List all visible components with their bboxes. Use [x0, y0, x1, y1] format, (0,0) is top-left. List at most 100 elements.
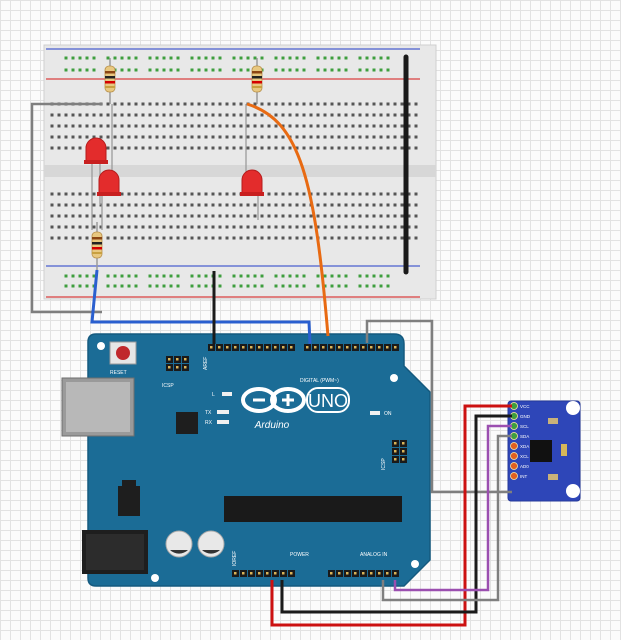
breadboard-hole	[302, 203, 306, 207]
red-vcc-wire[interactable]	[270, 404, 512, 627]
breadboard-hole	[134, 236, 138, 240]
breadboard-hole	[127, 135, 131, 139]
breadboard-hole	[372, 102, 376, 106]
breadboard-hole	[239, 102, 243, 106]
aref-label: AREF	[203, 357, 209, 370]
breadboard-hole	[316, 214, 320, 218]
breadboard-hole	[344, 135, 348, 139]
l-led	[222, 392, 232, 396]
grey-sda-wire[interactable]	[381, 434, 512, 602]
breadboard-hole	[183, 113, 187, 117]
breadboard-hole	[281, 68, 285, 72]
breadboard-hole	[358, 68, 362, 72]
sensor-pin[interactable]	[510, 442, 518, 450]
digital-label: DIGITAL (PWM~)	[300, 378, 339, 384]
breadboard-hole	[393, 236, 397, 240]
breadboard-hole	[162, 236, 166, 240]
sensor-pin-label: INT	[520, 474, 528, 479]
breadboard-hole	[274, 274, 278, 278]
breadboard-hole	[155, 203, 159, 207]
breadboard-hole	[365, 225, 369, 229]
breadboard-hole	[372, 274, 376, 278]
breadboard-hole	[288, 284, 292, 288]
breadboard-hole	[64, 56, 68, 60]
breadboard-hole	[246, 56, 250, 60]
breadboard-hole	[288, 113, 292, 117]
header-pin-contact	[258, 572, 261, 575]
power-pin-header[interactable]	[232, 570, 295, 577]
breadboard-hole	[176, 102, 180, 106]
breadboard-hole	[190, 113, 194, 117]
breadboard-hole	[337, 274, 341, 278]
digital-pin-header[interactable]	[208, 344, 399, 351]
breadboard-hole	[386, 146, 390, 150]
breadboard-hole	[316, 203, 320, 207]
breadboard-hole	[232, 274, 236, 278]
on-led	[370, 411, 380, 415]
grey-loop-wire[interactable]	[30, 102, 102, 314]
reset-button[interactable]	[109, 341, 137, 365]
blue-signal-wire[interactable]	[90, 269, 312, 345]
led-3[interactable]	[240, 104, 264, 220]
breadboard-hole	[295, 214, 299, 218]
breadboard-hole	[330, 274, 334, 278]
analog-pin-header[interactable]	[328, 570, 399, 577]
breadboard-hole	[134, 102, 138, 106]
breadboard-hole	[148, 225, 152, 229]
sensor-pin[interactable]	[510, 452, 518, 460]
breadboard-hole	[176, 146, 180, 150]
breadboard-hole	[183, 203, 187, 207]
arduino-uno-board[interactable]	[87, 333, 431, 587]
breadboard-hole	[372, 284, 376, 288]
resistor-3[interactable]	[91, 222, 103, 270]
breadboard-hole	[225, 192, 229, 196]
breadboard-hole	[365, 135, 369, 139]
ioref-label: IOREF	[232, 551, 238, 566]
breadboard-hole	[57, 192, 61, 196]
breadboard-hole	[302, 192, 306, 196]
breadboard-hole	[78, 146, 82, 150]
resistor-1[interactable]	[104, 58, 116, 104]
breadboard-hole	[78, 56, 82, 60]
breadboard-hole	[344, 214, 348, 218]
resistor-2[interactable]	[251, 58, 263, 104]
breadboard-hole	[393, 102, 397, 106]
grey-int-wire[interactable]	[365, 319, 512, 494]
orange-signal-wire[interactable]	[246, 102, 330, 337]
breadboard-hole	[414, 113, 418, 117]
purple-scl-wire[interactable]	[393, 424, 512, 592]
breadboard-hole	[50, 225, 54, 229]
breadboard-hole	[232, 113, 236, 117]
sensor-pin-label: SDA	[520, 434, 529, 439]
header-pin-contact	[402, 450, 405, 453]
header-pin-contact	[338, 346, 341, 349]
breadboard-hole	[330, 192, 334, 196]
sensor-pin[interactable]	[510, 472, 518, 480]
breadboard-hole	[155, 135, 159, 139]
breadboard-hole	[253, 225, 257, 229]
led-2[interactable]	[97, 104, 121, 230]
led-1[interactable]	[84, 137, 108, 230]
sensor-pin[interactable]	[510, 462, 518, 470]
breadboard-hole	[162, 135, 166, 139]
mpu6050-sensor-board[interactable]	[507, 400, 581, 502]
breadboard-hole	[288, 68, 292, 72]
breadboard-hole	[64, 146, 68, 150]
breadboard-hole	[71, 225, 75, 229]
header-pin-contact	[250, 572, 253, 575]
black-sensor-gnd-wire[interactable]	[280, 414, 512, 614]
breadboard-hole	[106, 203, 110, 207]
breadboard-hole	[414, 192, 418, 196]
breadboard-hole	[260, 113, 264, 117]
breadboard-hole	[358, 214, 362, 218]
breadboard-hole	[260, 56, 264, 60]
breadboard-hole	[162, 214, 166, 218]
breadboard-hole	[302, 274, 306, 278]
breadboard-hole	[190, 236, 194, 240]
breadboard-hole	[85, 214, 89, 218]
breadboard-hole	[337, 124, 341, 128]
breadboard-hole	[176, 135, 180, 139]
breadboard-hole	[85, 284, 89, 288]
breadboard-hole	[148, 192, 152, 196]
